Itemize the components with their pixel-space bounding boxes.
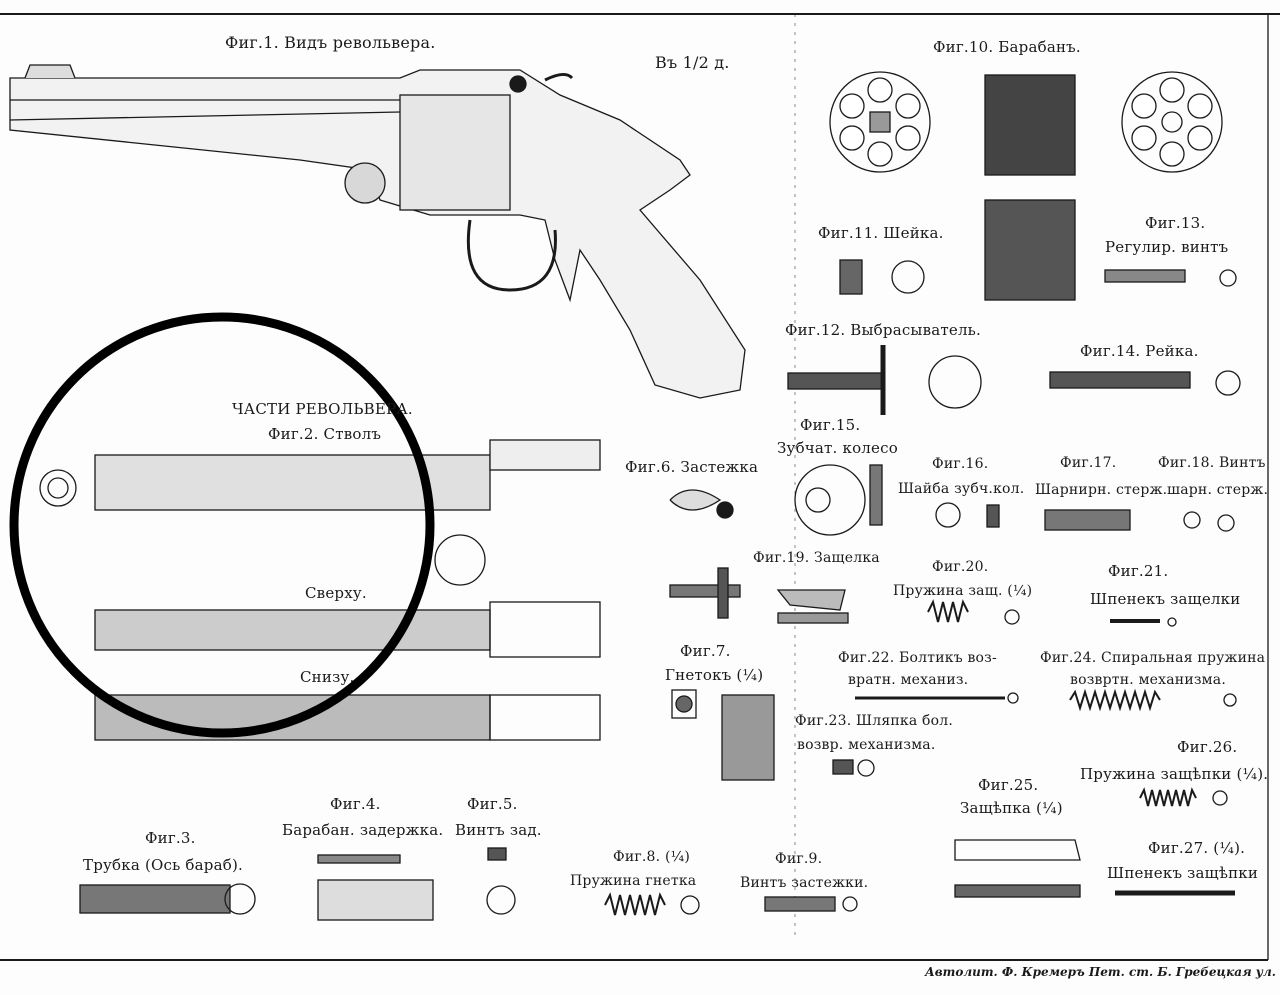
fig6-label: Фиг.6. Застежка — [625, 458, 759, 476]
fig16-label: Фиг.16. — [932, 456, 989, 472]
fig24-line2: возвртн. механизма. — [1070, 672, 1226, 688]
fig13-label: Фиг.13. — [1145, 214, 1206, 232]
fig18-label: Фиг.18. Винтъ — [1158, 455, 1266, 471]
fig23-line2: возвр. механизма. — [797, 737, 936, 753]
fig22-line1: Фиг.22. Болтикъ воз- — [838, 650, 997, 666]
fig17-name: Шарнирн. стерж. — [1035, 482, 1168, 498]
fig16-name: Шайба зубч.кол. — [898, 481, 1025, 497]
fig2-label: Фиг.2. Стволъ — [268, 425, 382, 443]
fig24-line1: Фиг.24. Спиральная пружина — [1040, 650, 1266, 666]
fig26-name: Пружина защѣпки (¼). — [1080, 765, 1269, 783]
fig27-label: Фиг.27. (¼). — [1148, 839, 1246, 857]
fig26-label: Фиг.26. — [1177, 738, 1238, 756]
cylinder-drawings — [829, 71, 1223, 301]
fig21-label: Фиг.21. — [1108, 562, 1169, 580]
magnifier-lens-ring — [9, 312, 435, 738]
fig4-name: Барабан. задержка. — [282, 821, 444, 839]
fig7-name: Гнетокъ (¼) — [665, 666, 764, 684]
fig13-name: Регулир. винтъ — [1105, 238, 1229, 256]
fig18-name: шарн. стерж. — [1167, 482, 1269, 498]
fig5-label: Фиг.5. — [467, 795, 518, 813]
fig25-label: Фиг.25. — [978, 776, 1039, 794]
lithographer-imprint: Автолит. Ф. Кремеръ Пет. ст. Б. Гребецка… — [925, 965, 1280, 979]
fig15-name: Зубчат. колесо — [777, 439, 898, 457]
fig1-label: Фиг.1. Видъ револьвера. — [225, 33, 436, 52]
fig9-name: Винтъ застежки. — [740, 875, 869, 891]
fig3-label: Фиг.3. — [145, 829, 196, 847]
fig23-line1: Фиг.23. Шляпка бол. — [795, 713, 954, 729]
fig14-label: Фиг.14. Рейка. — [1080, 342, 1199, 360]
fig9-label: Фиг.9. — [775, 851, 823, 867]
fig7-label: Фиг.7. — [680, 642, 731, 660]
fig20-label: Фиг.20. — [932, 559, 989, 575]
fig15-label: Фиг.15. — [800, 416, 861, 434]
fig11-label: Фиг.11. Шейка. — [818, 224, 944, 242]
fig22-line2: вратн. механиз. — [848, 672, 969, 688]
fig10-label: Фиг.10. Барабанъ. — [933, 38, 1081, 56]
fig27-name: Шпенекъ защѣпки — [1107, 864, 1259, 882]
fig12-label: Фиг.12. Выбрасыватель. — [785, 321, 982, 339]
fig5-name: Винтъ зад. — [455, 821, 542, 839]
fig8-label: Фиг.8. (¼) — [613, 849, 691, 865]
revolver-side-view — [9, 64, 746, 399]
fig2-top-view: Сверху. — [305, 584, 367, 602]
fig2-bottom-view: Снизу. — [300, 668, 355, 686]
fig17-label: Фиг.17. — [1060, 455, 1117, 471]
fig4-label: Фиг.4. — [330, 795, 381, 813]
fig25-name: Защѣпка (¼) — [960, 799, 1063, 817]
fig3-name: Трубка (Ось бараб). — [83, 856, 244, 874]
scale-note: Въ 1/2 д. — [655, 53, 730, 72]
fig20-name: Пружина защ. (¼) — [893, 583, 1033, 599]
fig21-name: Шпенекъ защелки — [1090, 590, 1241, 608]
section-title: ЧАСТИ РЕВОЛЬВЕРА. — [232, 400, 413, 418]
fig19-label: Фиг.19. Защелка — [753, 550, 880, 566]
fig8-name: Пружина гнетка — [570, 873, 697, 889]
